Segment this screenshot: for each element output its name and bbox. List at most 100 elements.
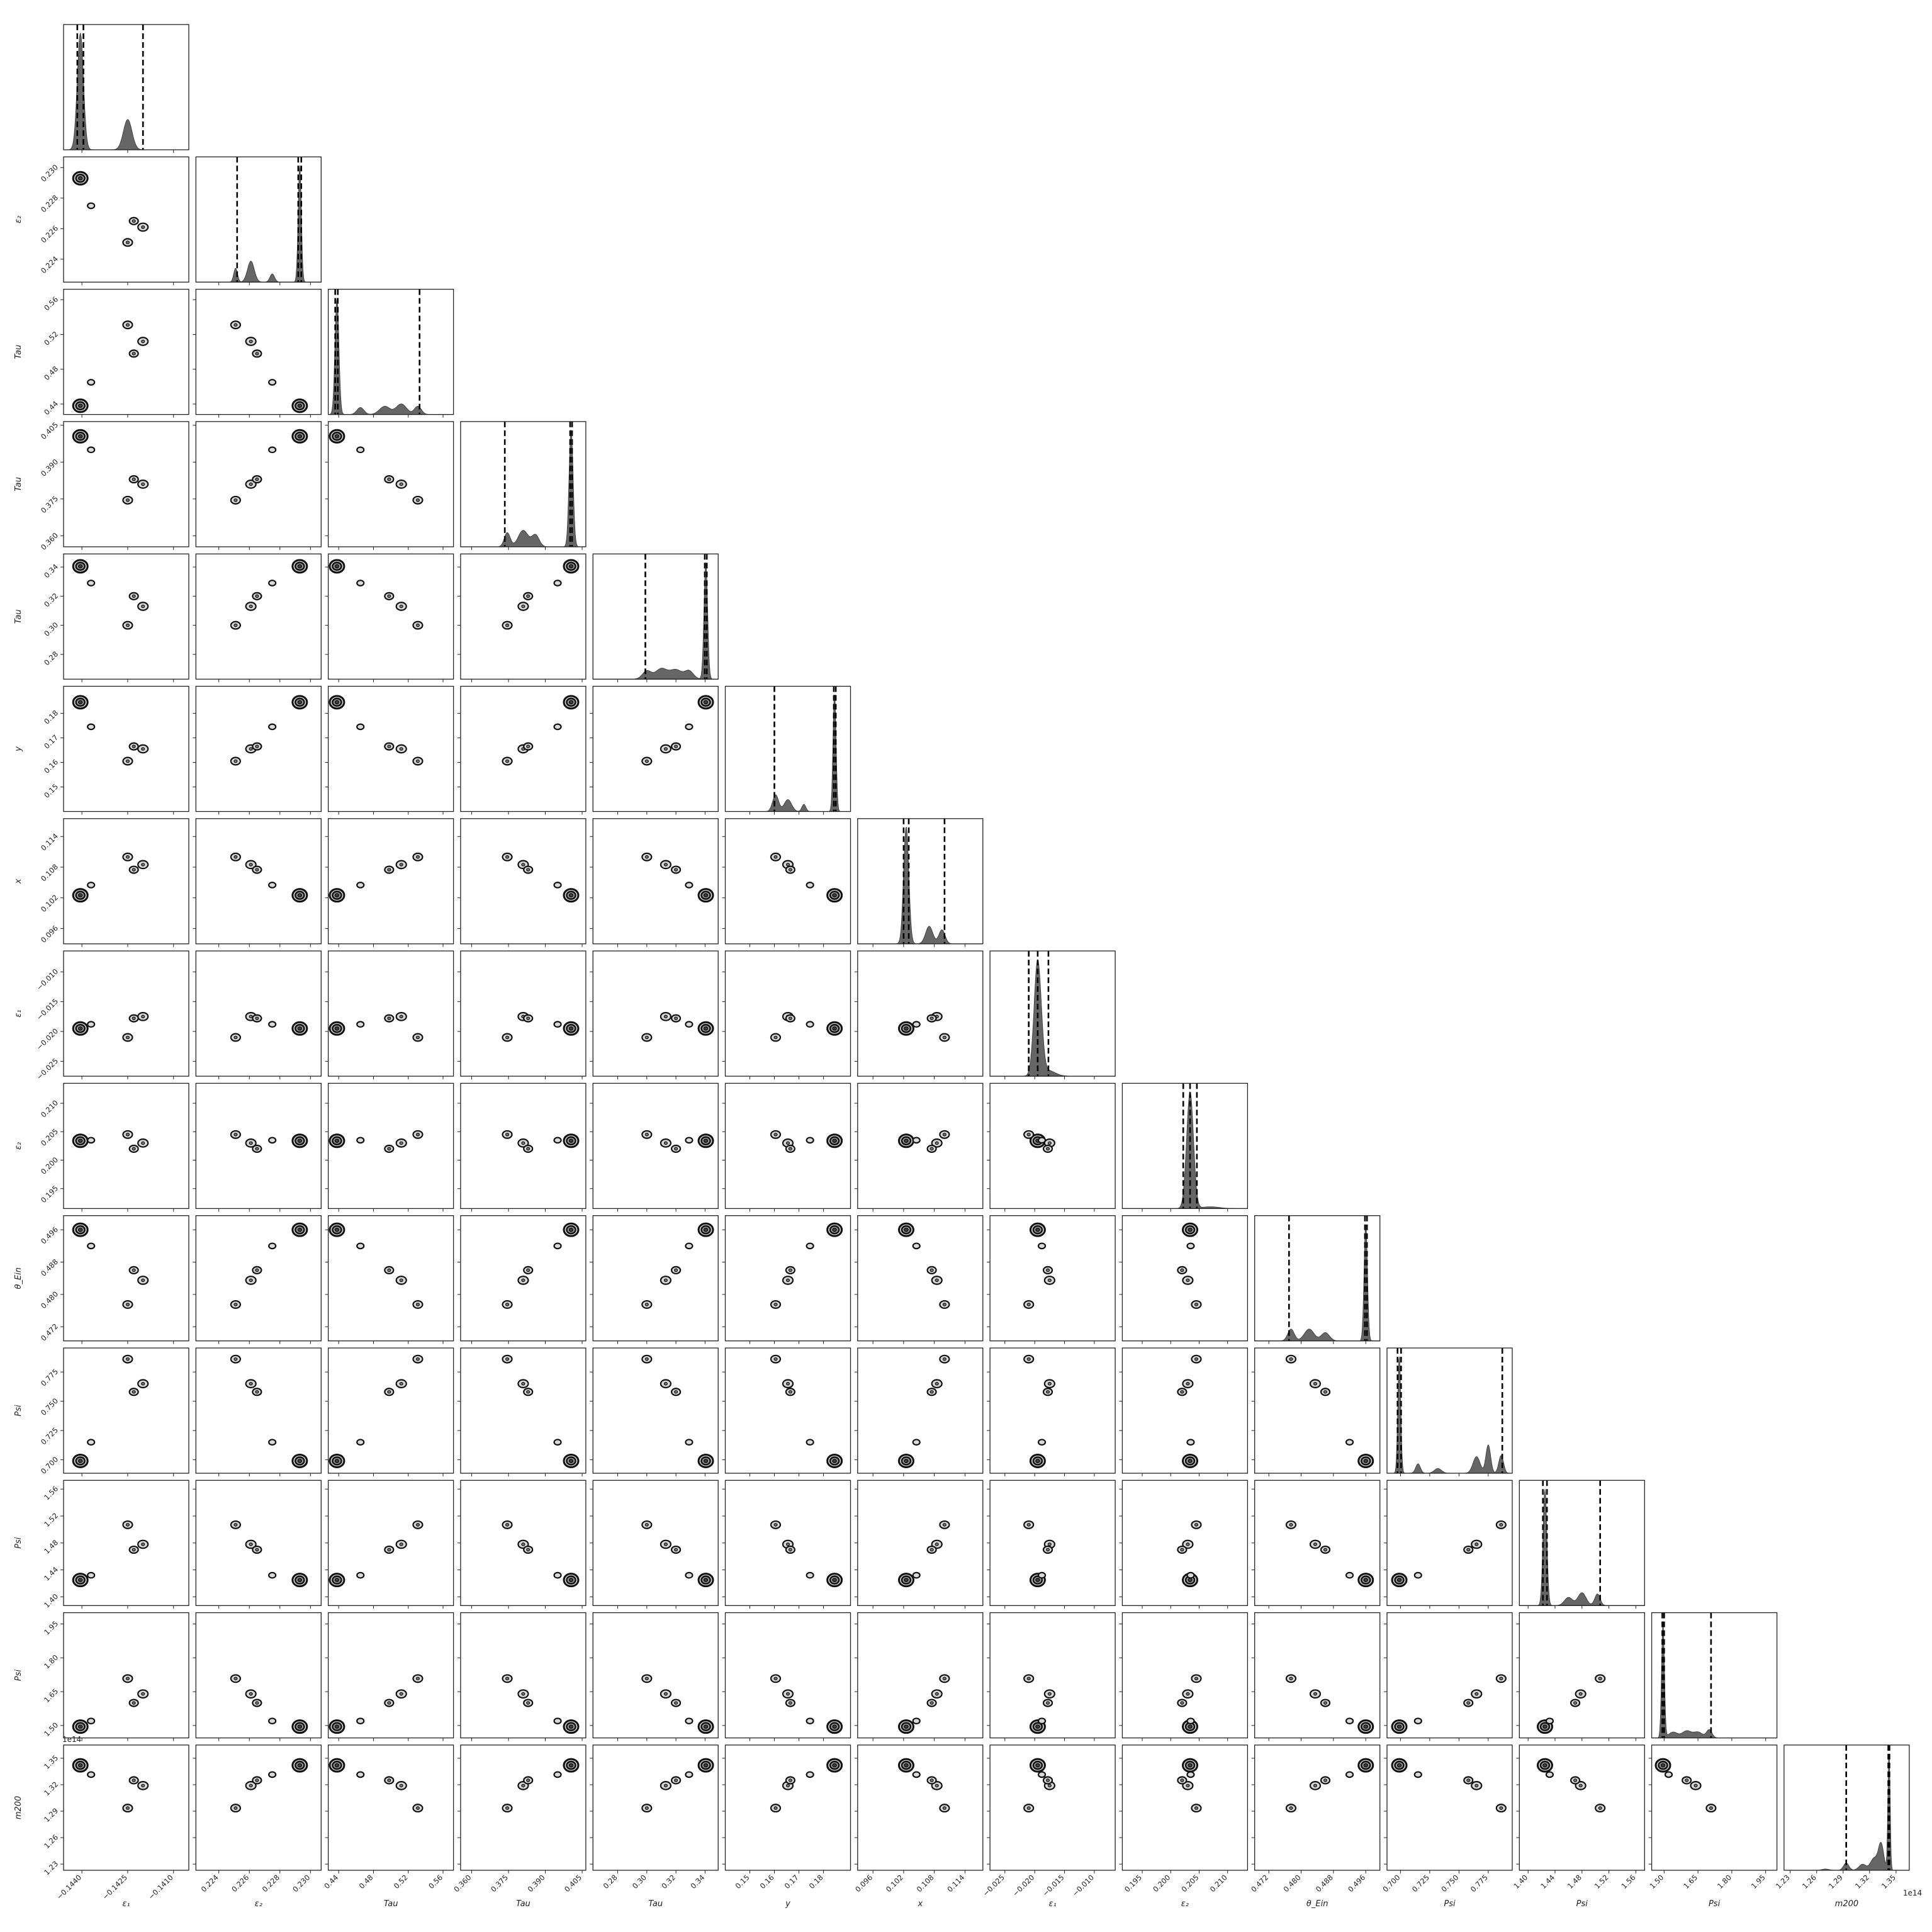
panel-frame — [195, 1215, 322, 1342]
y-axis-label: ε₂ — [14, 1142, 23, 1150]
contour-outer — [268, 1439, 277, 1446]
contour-inner — [773, 855, 778, 859]
contour-panel — [457, 1215, 587, 1344]
contour-inner — [77, 700, 83, 705]
y-tick-label: 0.16 — [42, 758, 60, 775]
contour-inner — [132, 744, 136, 748]
x-axis-label: θ_Ein — [1306, 1899, 1328, 1909]
contour-inner — [399, 863, 403, 867]
x-tick-label: 0.56 — [427, 1873, 444, 1890]
y-tick-label: 0.44 — [42, 399, 60, 417]
contour-outer — [87, 1242, 96, 1250]
x-axis-label: Psi — [1576, 1899, 1588, 1909]
panel-frame — [1519, 1612, 1645, 1739]
contour-panel — [457, 950, 587, 1080]
contour-inner — [673, 868, 678, 872]
contour-panel — [722, 1480, 851, 1609]
panel-frame — [63, 156, 189, 283]
contour-inner — [387, 868, 391, 872]
y-tick-label: 1.44 — [42, 1565, 60, 1583]
contour-outer — [268, 1021, 277, 1028]
contour-inner — [297, 403, 303, 408]
x-tick-label: 0.700 — [1381, 1873, 1401, 1894]
contour-inner — [942, 1806, 946, 1810]
contour-inner — [399, 1381, 403, 1386]
contour-inner — [568, 1724, 574, 1729]
contour-inner — [1045, 1268, 1050, 1272]
contour-inner — [77, 564, 83, 569]
contour-inner — [663, 1278, 668, 1283]
contour-inner — [141, 1692, 145, 1696]
y-tick-label: 0.210 — [39, 1098, 60, 1119]
contour-inner — [785, 1278, 790, 1283]
y-tick-label: 0.56 — [42, 295, 60, 312]
contour-inner — [785, 1783, 790, 1788]
contour-inner — [521, 1692, 525, 1696]
contour-inner — [77, 176, 83, 181]
contour-inner — [255, 1268, 259, 1272]
marginal-density — [593, 563, 719, 680]
contour-inner — [521, 1278, 525, 1283]
contour-inner — [505, 1133, 510, 1137]
contour-inner — [568, 700, 574, 705]
x-axis-label: ε₁ — [1048, 1899, 1056, 1909]
contour-panel — [1119, 1215, 1249, 1344]
contour-inner — [788, 1268, 793, 1272]
contour-inner — [233, 1133, 238, 1137]
panel-frame — [592, 1082, 719, 1210]
contour-outer — [87, 379, 96, 386]
y-tick-label: 0.34 — [42, 562, 60, 580]
contour-inner — [1289, 1806, 1293, 1810]
contour-inner — [526, 1268, 531, 1272]
contour-outer — [685, 1021, 694, 1028]
contour-inner — [233, 855, 238, 859]
contour-outer — [268, 580, 277, 587]
contour-inner — [233, 498, 238, 502]
contour-inner — [415, 855, 420, 859]
x-tick-label: 0.405 — [563, 1873, 583, 1894]
contour-inner — [233, 1035, 238, 1040]
contour-outer — [553, 882, 562, 889]
contour-panel — [590, 818, 719, 947]
contour-inner — [568, 893, 574, 897]
contour-inner — [663, 863, 668, 867]
x-tick-label: 1.50 — [1648, 1873, 1665, 1890]
contour-inner — [1026, 1133, 1031, 1137]
contour-inner — [249, 1141, 253, 1145]
contour-panel — [722, 818, 851, 947]
contour-outer — [356, 723, 365, 731]
y-tick-label: 0.200 — [39, 1155, 60, 1176]
x-tick-label: 0.32 — [660, 1873, 677, 1890]
contour-inner — [929, 1016, 934, 1020]
contour-inner — [1180, 1701, 1184, 1705]
contour-inner — [125, 1035, 130, 1040]
marginal-density — [725, 694, 851, 812]
contour-inner — [387, 1701, 391, 1705]
contour-outer — [1186, 1771, 1195, 1778]
contour-inner — [132, 1016, 136, 1020]
panel-frame — [63, 1215, 189, 1342]
contour-inner — [1323, 1390, 1328, 1394]
contour-inner — [141, 863, 145, 867]
marginal-density — [1254, 1224, 1380, 1342]
panel-frame — [1519, 1480, 1645, 1606]
panel-frame — [857, 1744, 984, 1871]
y-tick-label: 1.50 — [42, 1721, 60, 1738]
panel-frame — [724, 950, 851, 1077]
panel-frame — [592, 950, 719, 1077]
contour-inner — [663, 1783, 668, 1788]
histogram-panel — [592, 553, 719, 683]
panel-frame — [1254, 1347, 1381, 1474]
contour-panel — [1251, 1347, 1381, 1476]
contour-inner — [1363, 1724, 1368, 1729]
y-tick-label: 0.17 — [42, 733, 60, 751]
panel-frame — [460, 1082, 587, 1210]
contour-panel — [193, 1612, 322, 1741]
x-tick-label: 1.52 — [1593, 1873, 1610, 1890]
panel-frame — [989, 1215, 1116, 1342]
contour-panel — [193, 1082, 322, 1212]
contour-inner — [1047, 1692, 1052, 1696]
contour-inner — [125, 1523, 130, 1527]
histogram-panel — [989, 950, 1116, 1080]
